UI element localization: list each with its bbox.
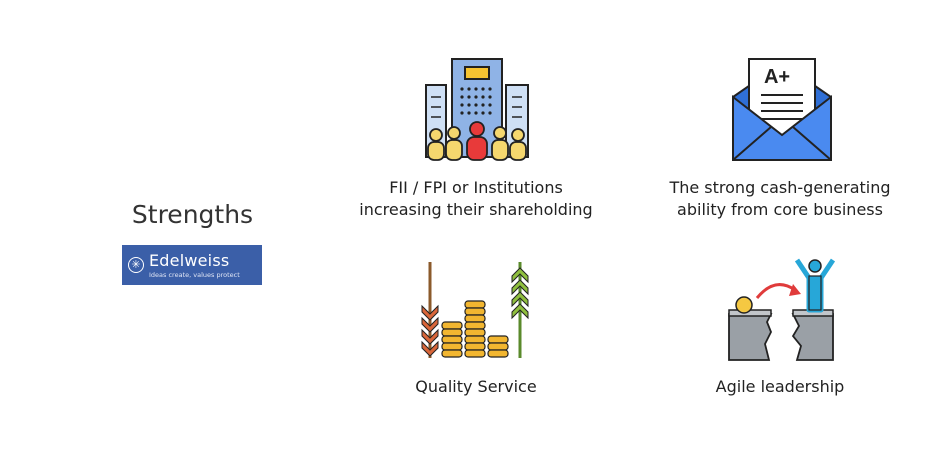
caption-line: ability from core business [677,200,883,219]
caption-line: increasing their shareholding [359,200,593,219]
snowflake-icon: ✳ [128,257,144,273]
item-caption: The strong cash-generating ability from … [640,177,920,221]
caption-line: The strong cash-generating [669,178,891,197]
caption-line: Agile leadership [715,377,845,396]
edelweiss-logo: ✳ Edelweiss Ideas create, values protect [122,245,262,285]
coin-stacks-icon [421,262,529,358]
item-caption: Agile leadership [640,376,920,398]
item-caption: FII / FPI or Institutions increasing the… [336,177,616,221]
grade-text: A+ [764,66,790,88]
institution-crowd-icon [425,58,529,161]
caption-line: FII / FPI or Institutions [389,178,563,197]
item-caption: Quality Service [336,376,616,398]
page-title: Strengths [131,200,254,229]
leap-across-gap-icon [728,258,835,361]
logo-tagline: Ideas create, values protect [149,271,240,279]
caption-line: Quality Service [415,377,537,396]
graded-letter-envelope-icon: A+ [732,58,832,161]
logo-name: Edelweiss [149,251,230,270]
